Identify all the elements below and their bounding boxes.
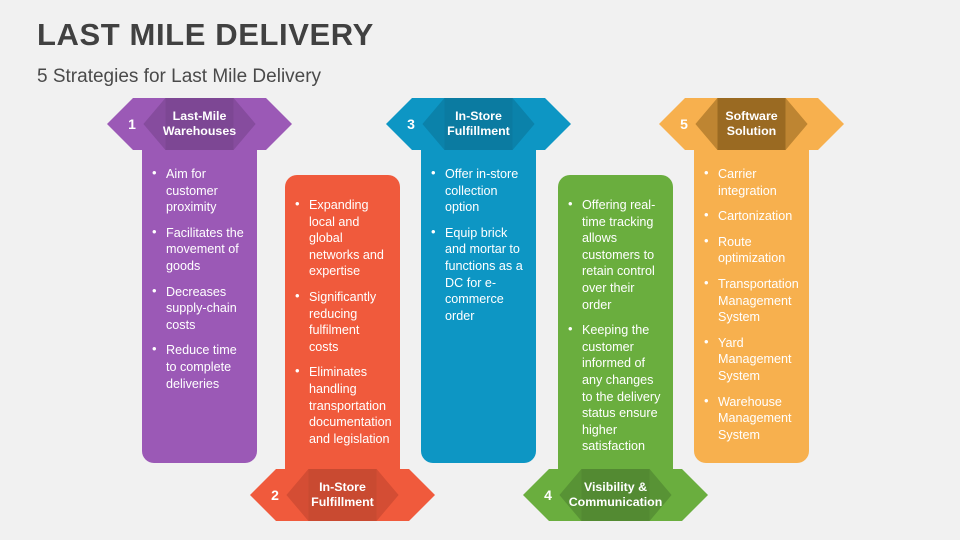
hexagon-shape: [523, 469, 708, 521]
bullet-item: Equip brick and mortar to functions as a…: [430, 224, 526, 325]
bullet-item: Reduce time to complete deliveries: [151, 341, 247, 392]
bullet-list-5: Carrier integrationCartonizationRoute op…: [694, 140, 809, 443]
hexagon-shape: [107, 98, 292, 150]
bullet-item: Transportation Management System: [703, 275, 799, 326]
strategy-panel-2[interactable]: Expanding local and global networks and …: [285, 175, 400, 512]
hexagon-inner: [559, 469, 672, 521]
page-subtitle: 5 Strategies for Last Mile Delivery: [37, 66, 322, 88]
bullet-item: Cartonization: [703, 207, 799, 225]
strategy-panel-3[interactable]: Offer in-store collection optionEquip br…: [421, 140, 536, 463]
bullet-item: Offering real-time tracking allows custo…: [567, 196, 663, 313]
hexagon-inner: [286, 469, 399, 521]
bullet-item: Keeping the customer informed of any cha…: [567, 321, 663, 455]
hexagon-wedge-left: [695, 98, 718, 150]
bullet-item: Aim for customer proximity: [151, 165, 247, 216]
strategy-panel-1[interactable]: Aim for customer proximityFacilitates th…: [142, 140, 257, 463]
hexagon-shape: [386, 98, 571, 150]
bullet-item: Eliminates handling transportation docum…: [294, 363, 392, 447]
bullet-item: Expanding local and global networks and …: [294, 196, 390, 280]
bullet-item: Carrier integration: [703, 165, 799, 199]
strategy-panel-4[interactable]: Offering real-time tracking allows custo…: [558, 175, 673, 512]
hexagon-wedge-right: [512, 98, 535, 150]
page-title: LAST MILE DELIVERY: [37, 17, 374, 52]
hexagon-wedge-right: [649, 469, 672, 521]
bullet-list-4: Offering real-time tracking allows custo…: [558, 175, 673, 455]
hexagon-wedge-right: [376, 469, 399, 521]
bullet-item: Yard Management System: [703, 334, 799, 385]
hexagon-wedge-left: [422, 98, 445, 150]
bullet-list-1: Aim for customer proximityFacilitates th…: [142, 140, 257, 392]
bullet-item: Significantly reducing fulfilment costs: [294, 288, 390, 355]
hexagon-wedge-left: [559, 469, 582, 521]
bullet-item: Offer in-store collection option: [430, 165, 526, 216]
hexagon-inner: [695, 98, 808, 150]
hexagon-shape: [659, 98, 844, 150]
bullet-item: Facilitates the movement of goods: [151, 224, 247, 275]
strategy-panel-5[interactable]: Carrier integrationCartonizationRoute op…: [694, 140, 809, 463]
hexagon-wedge-right: [785, 98, 808, 150]
hexagon-wedge-left: [286, 469, 309, 521]
hexagon-wedge-left: [143, 98, 166, 150]
bullet-item: Warehouse Management System: [703, 393, 799, 444]
bullet-list-3: Offer in-store collection optionEquip br…: [421, 140, 536, 324]
hexagon-shape: [250, 469, 435, 521]
bullet-item: Decreases supply-chain costs: [151, 283, 247, 334]
bullet-list-2: Expanding local and global networks and …: [285, 175, 400, 447]
hexagon-inner: [422, 98, 535, 150]
hexagon-inner: [143, 98, 256, 150]
bullet-item: Route optimization: [703, 233, 799, 267]
hexagon-wedge-right: [233, 98, 256, 150]
title-block: LAST MILE DELIVERY 5 Strategies for Last…: [37, 17, 737, 88]
